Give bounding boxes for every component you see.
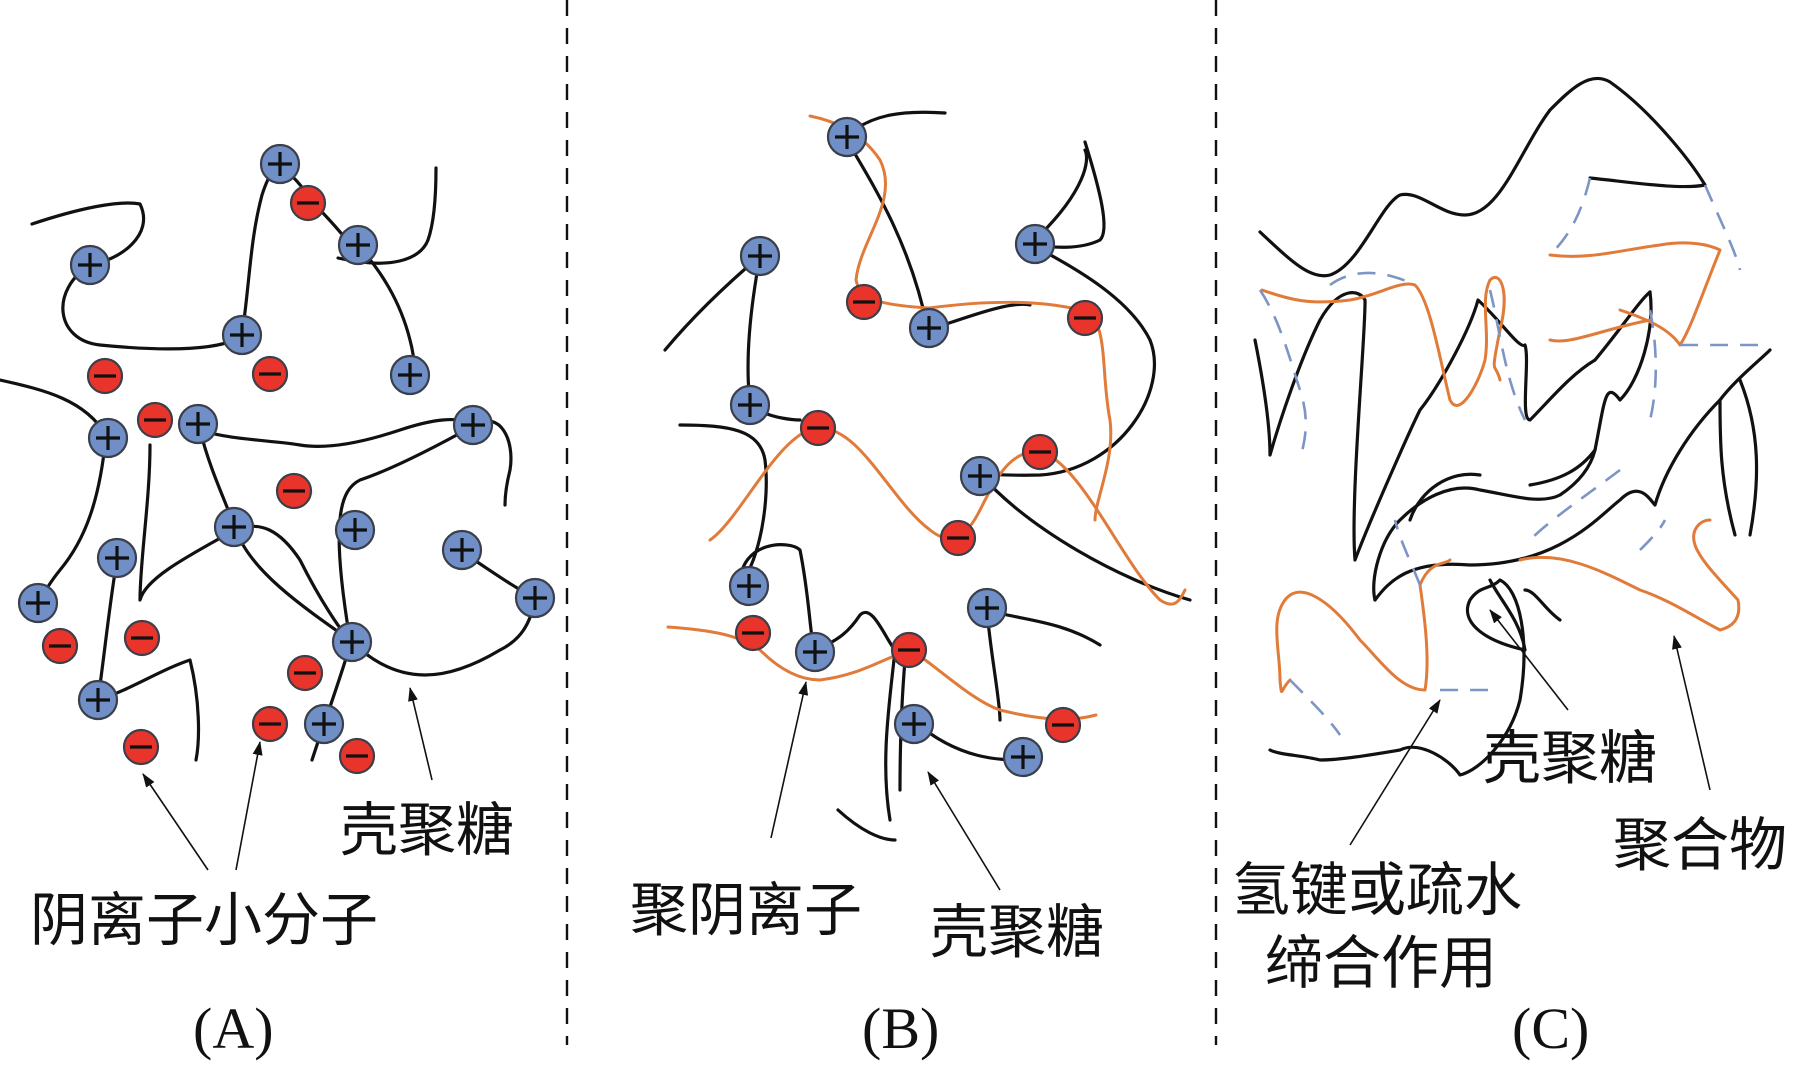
cation-icon [331, 621, 373, 663]
cation-icon [303, 703, 345, 745]
label-interaction-line2: 缔合作用 [1265, 929, 1497, 997]
label-polyanion: 聚阴离子 [630, 876, 862, 944]
anion-icon [86, 357, 124, 395]
cation-icon [17, 582, 59, 624]
anion-icon [123, 619, 161, 657]
label-anion-small-molecule: 阴离子小分子 [30, 886, 378, 954]
label-chitosan-a: 壳聚糖 [340, 796, 514, 864]
anion-icon [845, 283, 883, 321]
cation-icon [794, 631, 836, 673]
anion-icon [275, 472, 313, 510]
panel-a: 阴离子小分子 壳聚糖 (A) [0, 143, 556, 1061]
panel-b: 聚阴离子 壳聚糖 (B) [630, 110, 1192, 1061]
anion-icon [799, 409, 837, 447]
cation-icon [729, 384, 771, 426]
anion-icon [1044, 706, 1082, 744]
cation-icon [966, 587, 1008, 629]
label-chitosan-c: 壳聚糖 [1483, 724, 1657, 792]
pointer-anion-1 [142, 773, 209, 871]
anion-icon [1021, 433, 1059, 471]
anion-icon [286, 654, 324, 692]
cation-icon [213, 506, 255, 548]
label-interaction-line1: 氢键或疏水 [1232, 856, 1522, 924]
cation-icon [337, 224, 379, 266]
cation-icon [514, 577, 556, 619]
cation-icon [826, 116, 868, 158]
cation-icon [1014, 223, 1056, 265]
pointer-polyanion [770, 681, 809, 839]
panel-label-a: (A) [193, 996, 274, 1061]
cation-icon [452, 404, 494, 446]
anion-icon [41, 627, 79, 665]
pointer-interaction [1349, 699, 1441, 846]
label-chitosan-b: 壳聚糖 [930, 898, 1104, 966]
cation-icon [96, 537, 138, 579]
cation-icon [221, 314, 263, 356]
anion-icon [939, 519, 977, 557]
cation-icon [959, 455, 1001, 497]
anion-icon [734, 614, 772, 652]
cation-icon [87, 417, 129, 459]
panel-label-c: (C) [1512, 996, 1589, 1061]
anion-icon [338, 737, 376, 775]
chitosan-chains [1253, 76, 1772, 777]
panel-c: 氢键或疏水 缔合作用 壳聚糖 聚合物 (C) [1232, 76, 1787, 1061]
cation-icon [728, 565, 770, 607]
pointer-chitosan-b [927, 771, 1001, 891]
pointer-chitosan-a [408, 687, 433, 781]
anion-icon [890, 631, 928, 669]
cation-icon [69, 244, 111, 286]
label-polymer: 聚合物 [1613, 811, 1787, 879]
cation-icon [177, 403, 219, 445]
anion-icon [251, 705, 289, 743]
polymer-chains [1260, 241, 1741, 693]
pointer-polymer [1672, 635, 1711, 791]
anion-icon [251, 355, 289, 393]
interaction-dashes [1258, 177, 1760, 736]
anion-icon [136, 401, 174, 439]
panel-label-b: (B) [862, 996, 939, 1061]
cation-icon [334, 509, 376, 551]
cation-icon [389, 354, 431, 396]
anion-icon [1066, 299, 1104, 337]
cation-icon [259, 143, 301, 185]
anion-icon [289, 184, 327, 222]
cation-icon [441, 529, 483, 571]
anion-icon [122, 728, 160, 766]
cation-icon [1002, 736, 1044, 778]
cation-icon [908, 307, 950, 349]
pointer-anion-2 [235, 741, 263, 871]
pointer-chitosan-c [1489, 609, 1569, 711]
cation-icon [739, 235, 781, 277]
cation-icon [893, 703, 935, 745]
cation-icon [77, 679, 119, 721]
